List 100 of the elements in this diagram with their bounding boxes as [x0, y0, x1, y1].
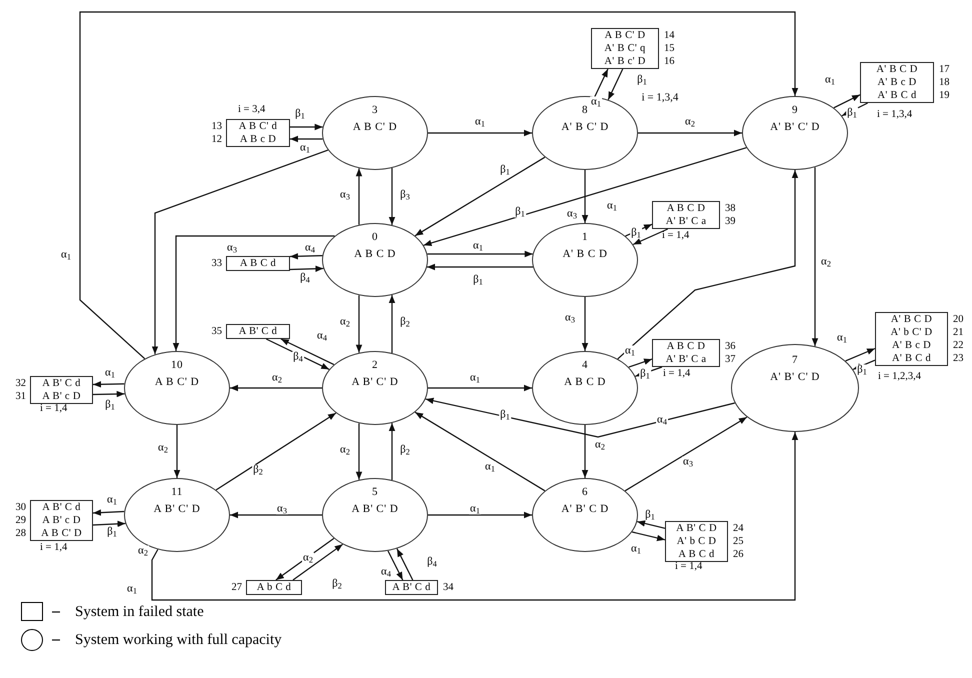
state-label: A B C D [666, 202, 706, 215]
state-number: 1 [582, 232, 588, 244]
arrow [845, 348, 876, 362]
arrow [428, 130, 532, 136]
arrow [216, 412, 336, 490]
state-label: A' B' C' D [770, 122, 820, 134]
edge-label: β$_{1}$ [104, 400, 116, 410]
arrow [230, 384, 322, 392]
state-number: 5 [372, 487, 378, 498]
edge-label: α$_{1}$ [299, 142, 311, 154]
edge-label: α$_{1}$ [104, 368, 116, 378]
state-label: A' B' C a [666, 215, 706, 228]
state-number: 10 [171, 360, 183, 372]
arrow [638, 130, 742, 136]
state-label: A' b C' D [890, 326, 932, 339]
edge-label: α$_{3}$ [682, 456, 694, 468]
failed-state-box [860, 62, 934, 103]
edge-label: α$_{4}$ [304, 242, 316, 254]
state-number: 39 [725, 215, 736, 228]
edge-label: β$_{1}$ [106, 526, 118, 538]
state-number: 18 [939, 76, 950, 89]
state-number: 29 [16, 514, 26, 527]
edge-label: α$_{4}$ [656, 414, 668, 426]
state-number: 12 [212, 133, 222, 146]
failed-state-box [652, 339, 720, 367]
failed-state-box [226, 324, 290, 339]
edge-label: β$_{1}$ [636, 74, 648, 86]
arrow [92, 381, 124, 388]
edge-label: β$_{2}$ [399, 316, 411, 328]
edge-label: β$_{1}$ [294, 108, 306, 120]
arrow [625, 224, 652, 237]
state-number: 16 [664, 55, 674, 68]
state-label: A B C' D [154, 377, 200, 388]
edge-label: α$_{1}$ [484, 462, 496, 472]
arrow [423, 147, 747, 246]
edge-label: α$_{1}$ [472, 240, 484, 252]
arrow [428, 384, 532, 392]
failed-state-box [30, 376, 93, 404]
state-label: A B' c D [42, 514, 81, 527]
arrow [635, 366, 662, 377]
state-label: A B' C d [392, 581, 431, 594]
state-label: A B C' D [41, 527, 82, 540]
arrow [427, 264, 533, 270]
edge-label: α$_{1}$ [624, 346, 636, 356]
arrow [608, 68, 624, 100]
failed-state-box [665, 521, 728, 562]
state-label: A B C' D [352, 122, 398, 134]
state-number: 22 [953, 339, 964, 352]
arrow [388, 423, 396, 480]
state-number: 4 [582, 360, 588, 372]
edge-label: α$_{2}$ [302, 552, 314, 564]
state-label: A' B c D [892, 339, 931, 352]
edge-label: β$_{4}$ [292, 352, 304, 362]
index-note: i = 1,4 [663, 367, 690, 380]
state-number: 38 [725, 202, 736, 215]
state-label: A B' C d [42, 377, 81, 390]
edge-label: β$_{1}$ [846, 108, 858, 118]
edge-label: α$_{4}$ [380, 566, 392, 578]
state-label: A' B C d [892, 352, 931, 365]
edge-label: α$_{2}$ [137, 546, 149, 556]
edge-label: β$_{2}$ [399, 444, 411, 456]
state-label: A B' C' D [154, 504, 200, 516]
arrow [414, 156, 546, 236]
edge-label: α$_{1}$ [469, 372, 481, 384]
state-label: A B' C' D [352, 504, 398, 516]
failed-state-box [30, 500, 93, 541]
edge-label: α$_{2}$ [271, 372, 283, 384]
state-number: 36 [725, 340, 736, 353]
index-note: i = 1,4 [40, 402, 68, 415]
state-number: 8 [582, 105, 588, 116]
edge-label: β$_{1}$ [644, 510, 656, 520]
state-number: 6 [582, 487, 588, 498]
state-label: A B' C' D [352, 377, 398, 388]
failed-state-box [246, 580, 302, 595]
failed-state-box [875, 312, 948, 366]
arrow [582, 170, 588, 223]
state-label: A b C d [256, 581, 292, 594]
edge-label: α$_{1}$ [106, 494, 118, 506]
edge-label: α$_{2}$ [157, 442, 169, 454]
edge-label: α$_{1}$ [824, 74, 836, 86]
arrow [92, 390, 125, 398]
state-label: A B C' D [604, 29, 646, 42]
index-note: i = 3,4 [238, 103, 266, 116]
state-number: 9 [792, 105, 798, 116]
legend-text: System in failed state [75, 603, 204, 622]
state-number: 25 [733, 535, 744, 548]
failed-state-box [591, 28, 659, 69]
state-number: 27 [232, 581, 242, 594]
arrow [290, 253, 322, 260]
failed-state-box [652, 201, 720, 229]
edge-label: β$_{4}$ [426, 556, 438, 568]
arrow [632, 531, 666, 542]
arrow [582, 297, 588, 351]
edge-label: α$_{2}$ [339, 444, 351, 456]
state-label: A B' C d [42, 501, 81, 514]
edge-label: β$_{2}$ [331, 578, 343, 590]
edge-label: α$_{1}$ [474, 116, 486, 128]
state-number: 31 [16, 390, 26, 403]
edge-label: α$_{3}$ [339, 190, 351, 200]
state-label: A' B C d [877, 89, 916, 102]
